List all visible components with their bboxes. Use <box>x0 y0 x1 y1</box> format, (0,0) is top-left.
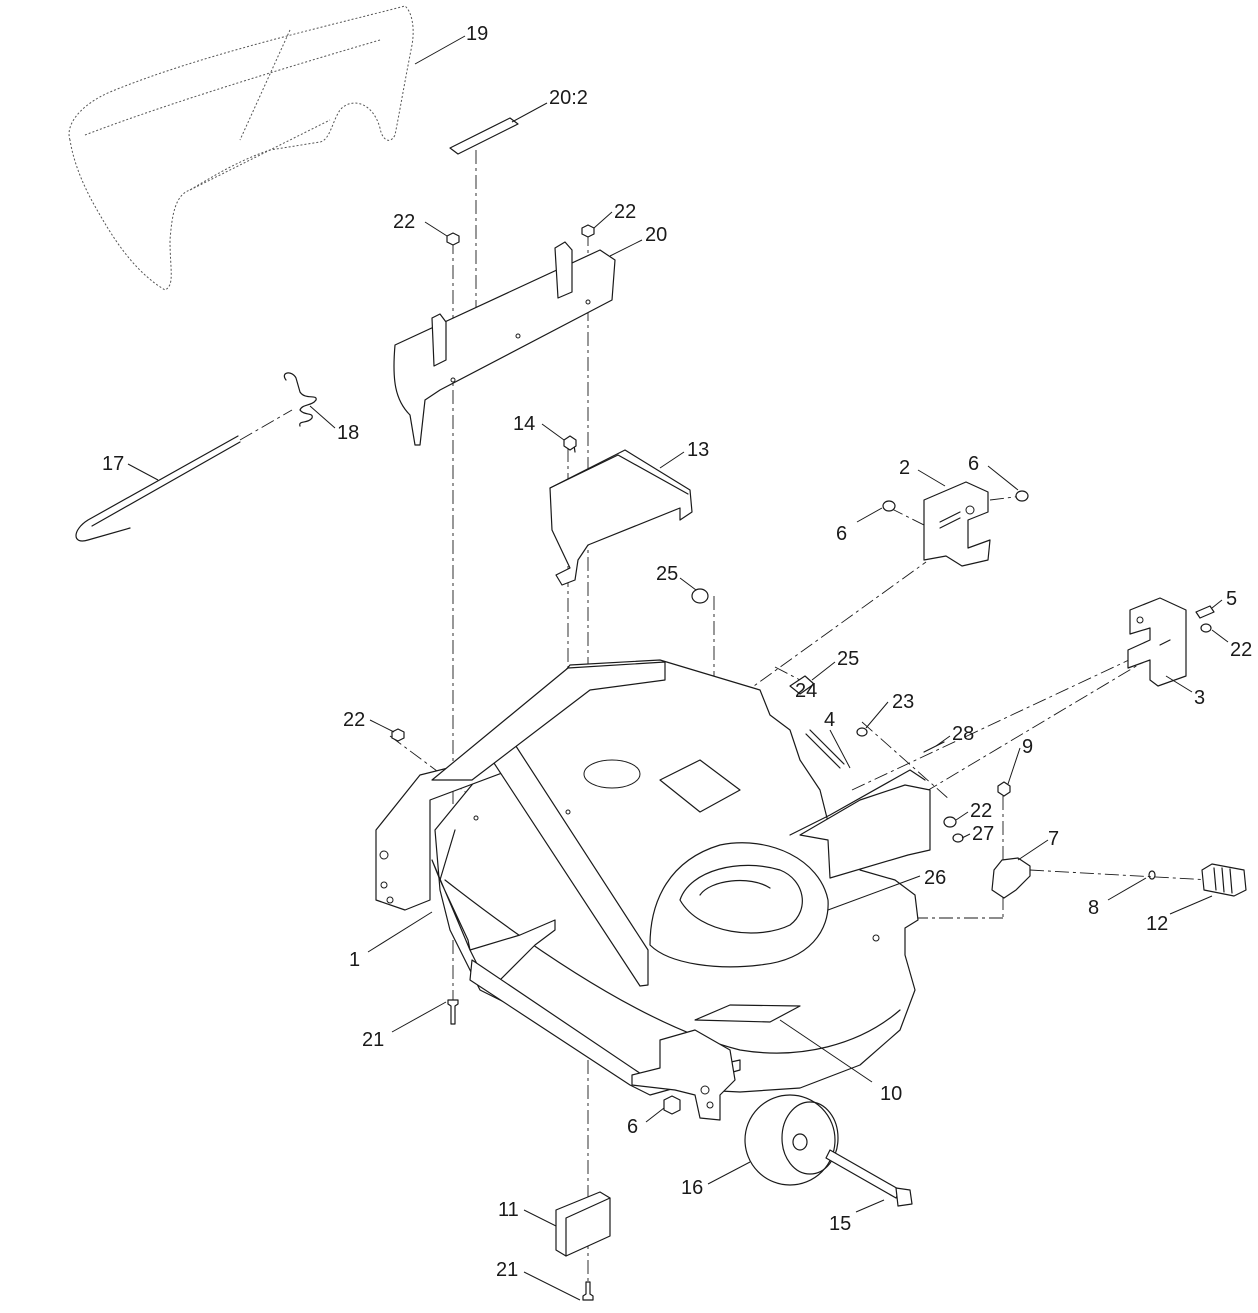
torsion-spring <box>283 372 317 427</box>
callout-26: 26 <box>924 867 946 889</box>
callout-8: 8 <box>1088 897 1099 919</box>
nut-22-right <box>943 816 964 843</box>
callout-10: 10 <box>880 1083 902 1105</box>
callout-6: 6 <box>836 523 847 545</box>
callout-22: 22 <box>970 800 992 822</box>
callout-3: 3 <box>1194 687 1205 709</box>
callout-leaders <box>127 35 1229 1301</box>
callout-22: 22 <box>1230 639 1252 661</box>
callout-24: 24 <box>795 680 817 702</box>
cotter-pin-28 <box>923 741 945 753</box>
decal-plate <box>449 117 519 155</box>
carriage-bolt <box>447 999 594 1301</box>
callout-5: 5 <box>1226 588 1237 610</box>
callout-19: 19 <box>466 23 488 45</box>
callout-20-2: 20:2 <box>549 87 588 109</box>
o-ring-8 <box>1148 870 1156 880</box>
coupler-12 <box>1201 863 1247 897</box>
callout-7: 7 <box>1048 828 1059 850</box>
callout-12: 12 <box>1146 913 1168 935</box>
deflector-bracket <box>555 1191 611 1257</box>
callout-21: 21 <box>496 1259 518 1281</box>
axle-bolt <box>825 1149 913 1207</box>
callout-20: 20 <box>645 224 667 246</box>
gauge-wheel <box>744 1094 839 1186</box>
callout-15: 15 <box>829 1213 851 1235</box>
callout-2: 2 <box>899 457 910 479</box>
hitch-bracket-left <box>923 481 991 567</box>
callout-21: 21 <box>362 1029 384 1051</box>
callout-6: 6 <box>627 1116 638 1138</box>
callout-22: 22 <box>343 709 365 731</box>
callout-6: 6 <box>968 453 979 475</box>
callout-11: 11 <box>498 1199 519 1221</box>
callout-13: 13 <box>687 439 709 461</box>
pin-25 <box>691 588 815 695</box>
hitch-bracket-right <box>1127 597 1187 687</box>
callout-25: 25 <box>656 563 678 585</box>
callout-16: 16 <box>681 1177 703 1199</box>
mower-deck <box>375 659 931 1121</box>
chute-mount-bracket <box>393 241 616 446</box>
callout-14: 14 <box>513 413 535 435</box>
callout-1: 1 <box>349 949 360 971</box>
callout-28: 28 <box>952 723 974 745</box>
elbow-fitting-7 <box>991 857 1031 899</box>
bolt-23 <box>856 727 868 737</box>
grease-fitting-9 <box>997 781 1011 797</box>
callout-25: 25 <box>837 648 859 670</box>
callout-18: 18 <box>337 422 359 444</box>
callout-9: 9 <box>1022 736 1033 758</box>
callout-4: 4 <box>824 709 835 731</box>
flange-nut <box>446 224 595 246</box>
nut-6-bottom <box>663 1095 681 1115</box>
hitch-pin-24 <box>805 729 845 769</box>
callout-27: 27 <box>972 823 994 845</box>
bolt-14 <box>563 435 577 451</box>
washer <box>882 490 1029 512</box>
callout-labels: 19 20:2 22 22 20 18 17 14 13 2 6 6 25 25… <box>102 23 1252 1281</box>
callout-17: 17 <box>102 453 124 475</box>
callout-22: 22 <box>393 211 415 233</box>
discharge-chute <box>68 5 414 291</box>
bolt-5 <box>1195 605 1215 633</box>
nut-22-left <box>391 728 405 742</box>
callout-22: 22 <box>614 201 636 223</box>
callout-23: 23 <box>892 691 914 713</box>
chute-rod <box>75 435 241 542</box>
